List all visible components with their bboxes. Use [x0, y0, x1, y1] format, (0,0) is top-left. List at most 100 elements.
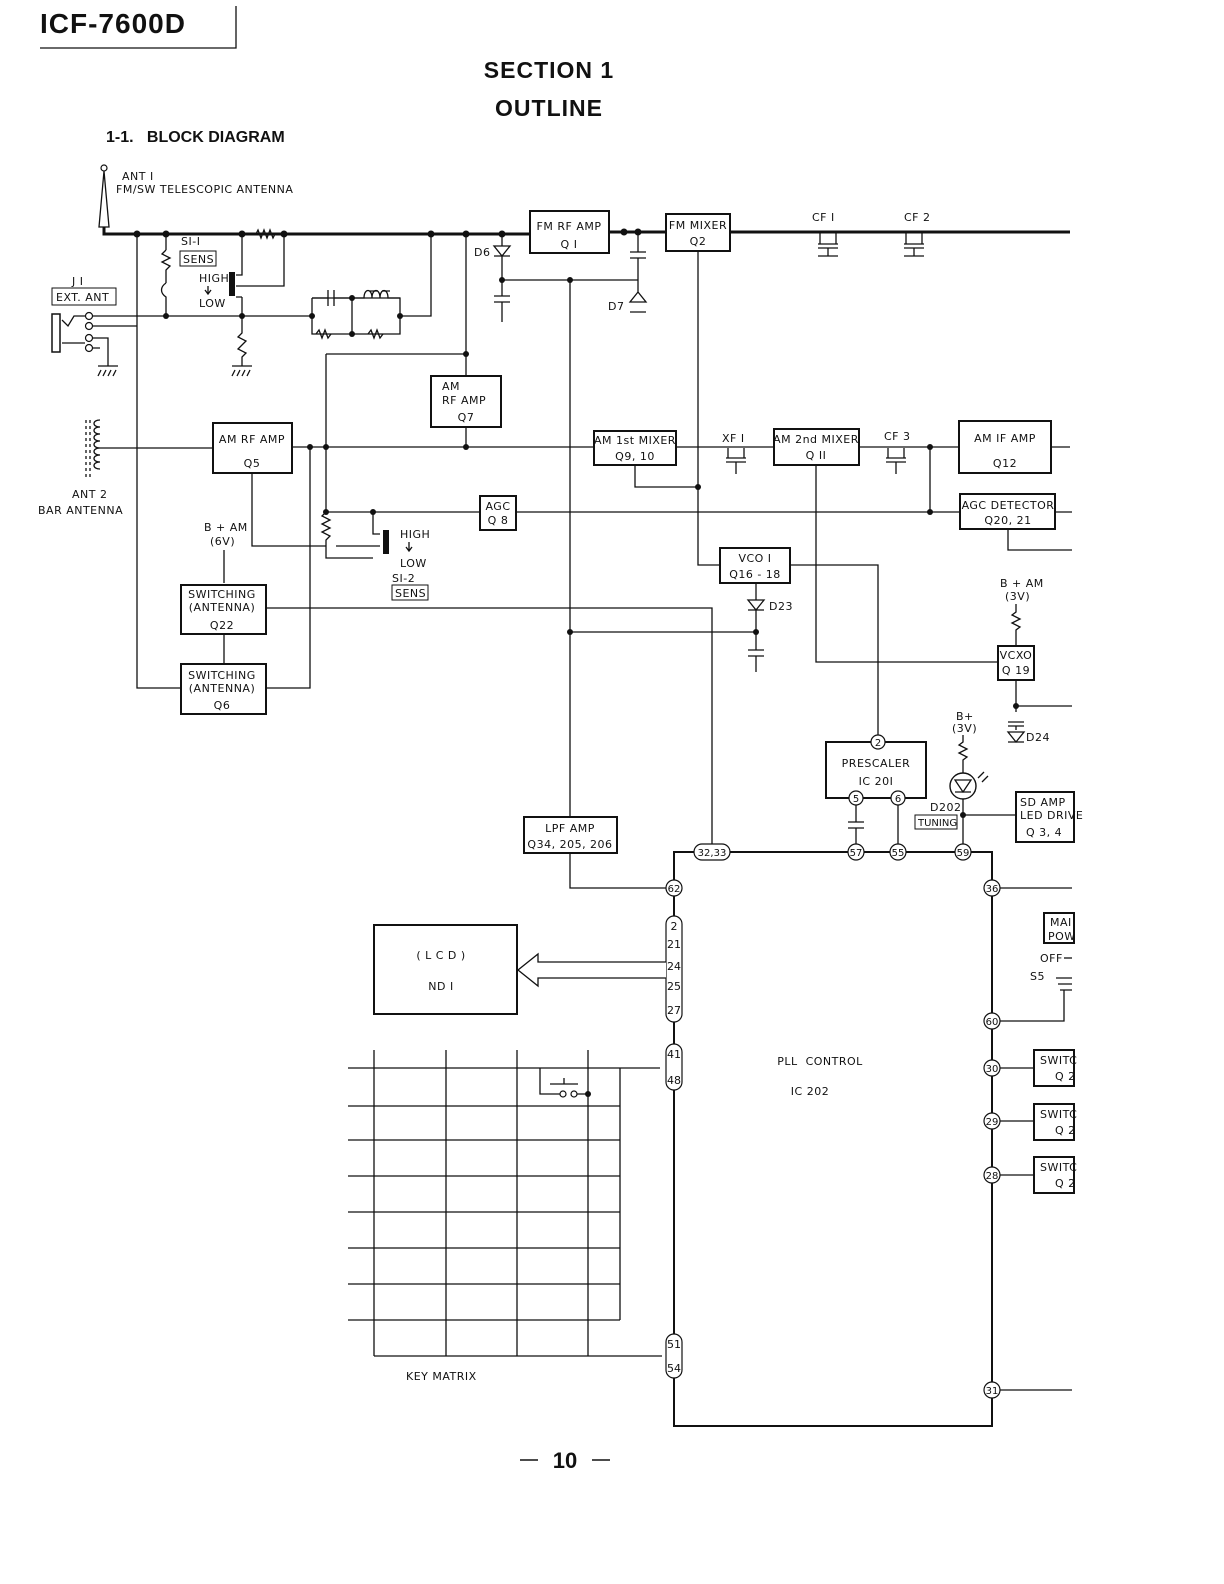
fm-section: ANT I FM/SW TELESCOPIC ANTENNA SI-I SENS… — [51, 164, 1070, 689]
tuning-label: TUNING — [917, 818, 957, 829]
bam3-label: B + AM — [1000, 577, 1044, 590]
vcxo-block — [997, 645, 1035, 681]
prescaler-name: PRESCALER — [842, 757, 911, 770]
am-rf-amp-q5-part: Q5 — [244, 457, 261, 470]
bam6-voltage: (6V) — [210, 535, 235, 548]
pll-pin-60: 60 — [986, 1017, 999, 1028]
s1-2-label: SI-2 — [392, 572, 415, 585]
footer: 10 — [520, 1448, 610, 1473]
pll-pin-28: 28 — [986, 1171, 999, 1182]
am-rf-amp-q7-name1: AM — [442, 380, 460, 393]
fm-mixer-part: Q2 — [690, 235, 707, 248]
am-if-amp-name: AM IF AMP — [974, 432, 1036, 445]
fm-rf-amp-name: FM RF AMP — [537, 220, 602, 233]
d6-label: D6 — [474, 246, 490, 259]
switching-q22-part: Q22 — [210, 619, 234, 632]
main-power-block — [1043, 912, 1075, 944]
switching-q6-name2: (ANTENNA) — [189, 682, 256, 695]
sd-amp-part: Q 3, 4 — [1026, 826, 1062, 839]
s1-1-high: HIGH — [199, 272, 229, 285]
switching-b-block — [1033, 1103, 1075, 1141]
d23-label: D23 — [769, 600, 793, 613]
am-2nd-mixer-name: AM 2nd MIXER — [773, 433, 859, 446]
switching-b-part: Q 2 — [1055, 1124, 1076, 1137]
pll-control-part: IC 202 — [791, 1085, 829, 1098]
switching-c-block — [1033, 1156, 1075, 1194]
off-label: OFF — [1040, 952, 1063, 965]
vco1-part: Q16 - 18 — [729, 568, 781, 581]
switching-c-part: Q 2 — [1055, 1177, 1076, 1190]
section-name: OUTLINE — [495, 95, 603, 121]
vco1-name: VCO I — [738, 552, 771, 565]
subsection-title: 1-1. BLOCK DIAGRAM — [106, 129, 285, 146]
switching-a-part: Q 2 — [1055, 1070, 1076, 1083]
am-rf-amp-q7-name2: RF AMP — [442, 394, 486, 407]
am-1st-mixer-part: Q9, 10 — [615, 450, 655, 463]
d202-label: D202 — [930, 801, 961, 814]
switching-q22-name2: (ANTENNA) — [189, 601, 256, 614]
lpf-amp-name: LPF AMP — [545, 822, 595, 835]
agc-part: Q 8 — [488, 514, 509, 527]
xf1-label: XF I — [722, 432, 745, 445]
pll-pin-62: 62 — [668, 884, 681, 895]
agc-block — [479, 495, 517, 531]
sd-amp-name1: SD AMP — [1020, 796, 1066, 809]
bplus-voltage: (3V) — [952, 722, 977, 735]
fm-rf-amp-part: Q I — [561, 238, 578, 251]
section-title: SECTION 1 — [484, 57, 614, 83]
s1-2-high: HIGH — [400, 528, 430, 541]
key-bus-top-pin-1: 48 — [667, 1074, 681, 1087]
switching-q6-block — [180, 663, 267, 715]
lcd-bus-pin-2: 24 — [667, 960, 681, 973]
am-2nd-mixer-part: Q II — [806, 449, 827, 462]
switching-q6-name1: SWITCHING — [188, 669, 256, 682]
switching-q6-part: Q6 — [214, 699, 231, 712]
j1-label: J I — [71, 275, 84, 288]
lcd-bus-pin-4: 27 — [667, 1004, 681, 1017]
lcd-name: ( L C D ) — [416, 949, 465, 962]
bam6-label: B + AM — [204, 521, 248, 534]
prescaler-part: IC 20I — [859, 775, 894, 788]
pll-section: VCO I Q16 - 18 D23 B + AM (3V) VCXO Q 19… — [373, 280, 1083, 1427]
pll-pin-31: 31 — [986, 1386, 999, 1397]
agc-detector-name: AGC DETECTOR — [962, 499, 1055, 512]
switching-a-block — [1033, 1049, 1075, 1087]
vcxo-part: Q 19 — [1002, 664, 1030, 677]
pll-control-name: PLL CONTROL — [777, 1055, 863, 1068]
switching-b-name: SWITC — [1040, 1108, 1077, 1121]
am-1st-mixer-name: AM 1st MIXER — [594, 434, 676, 447]
d7-label: D7 — [608, 300, 624, 313]
agc-detector-block — [959, 493, 1056, 530]
d24-label: D24 — [1026, 731, 1050, 744]
am-if-amp-block — [958, 420, 1052, 474]
pll-pin-30: 30 — [986, 1064, 999, 1075]
lcd-block — [373, 924, 518, 1015]
cf1-label: CF I — [812, 211, 835, 224]
ext-ant-label: EXT. ANT — [56, 291, 109, 304]
main-power-name2: POW — [1048, 930, 1076, 943]
vco1-block — [719, 547, 791, 584]
prescaler-block — [825, 741, 927, 799]
s5-label: S5 — [1030, 970, 1045, 983]
s1-1-sens: SENS — [183, 253, 214, 266]
lcd-part: ND I — [428, 980, 453, 993]
agc-name: AGC — [485, 500, 510, 513]
cf2-label: CF 2 — [904, 211, 931, 224]
ant2-label: ANT 2 — [72, 488, 107, 501]
pll-control-block — [673, 851, 993, 1427]
s1-1-low: LOW — [199, 297, 226, 310]
bplus-label: B+ — [956, 710, 974, 723]
ant1-desc: FM/SW TELESCOPIC ANTENNA — [116, 183, 293, 196]
key-bus-top-pin-0: 41 — [667, 1048, 681, 1061]
lcd-bus-pin-1: 21 — [667, 938, 681, 951]
pll-pin-29: 29 — [986, 1117, 999, 1128]
pll-pin-57: 57 — [850, 848, 863, 859]
pll-pin-32-33: 32,33 — [698, 848, 727, 859]
s1-2-sens: SENS — [395, 587, 426, 600]
am-if-amp-part: Q12 — [993, 457, 1017, 470]
prescaler-pin-2: 2 — [875, 738, 881, 749]
ant1-label: ANT I — [122, 170, 154, 183]
am-rf-amp-q7-block — [430, 375, 502, 428]
header: ICF-7600D SECTION 1 OUTLINE 1-1. BLOCK D… — [40, 6, 614, 146]
